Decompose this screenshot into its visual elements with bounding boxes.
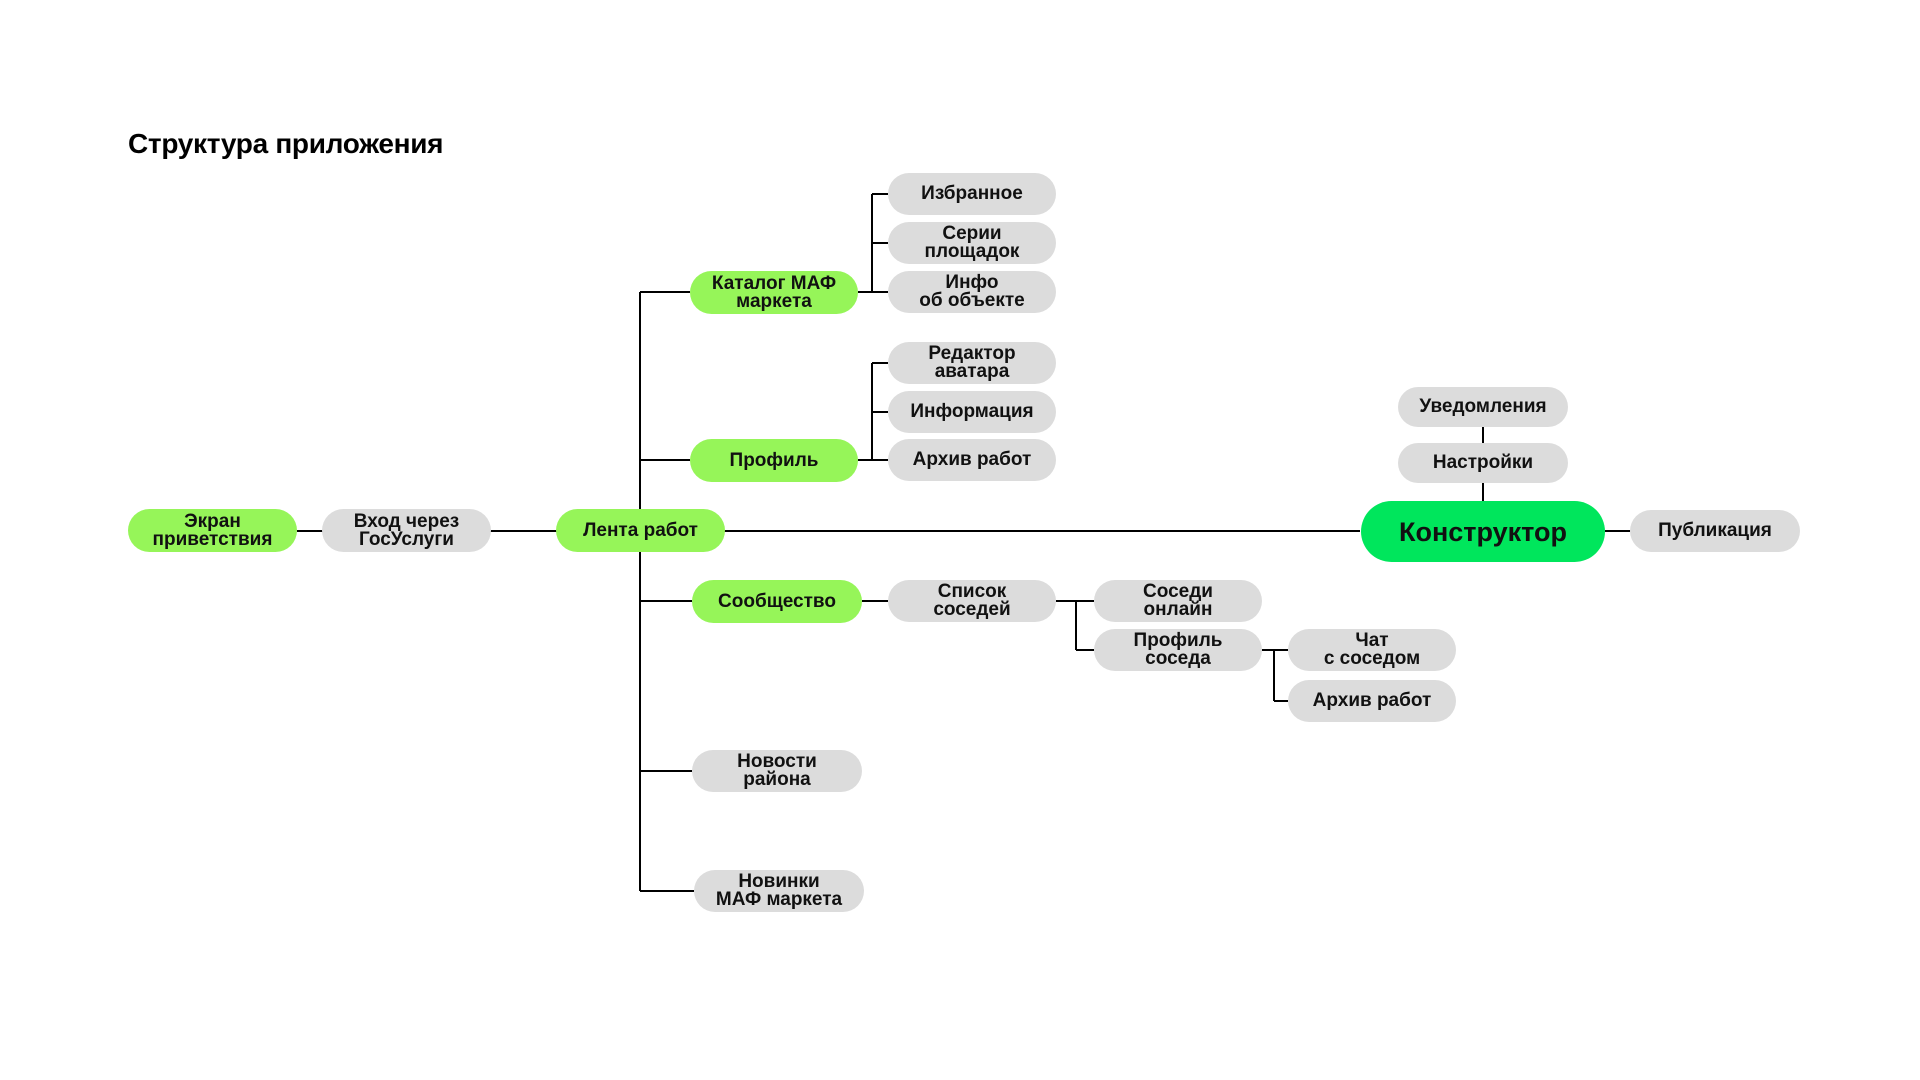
node-work-archive[interactable]: Архив работ — [888, 439, 1056, 481]
node-constructor[interactable]: Конструктор — [1361, 501, 1605, 562]
node-neighbor-work-archive[interactable]: Архив работ — [1288, 680, 1456, 722]
node-object-info[interactable]: Инфо об объекте — [888, 271, 1056, 313]
node-gosuslugi-login[interactable]: Вход через ГосУслуги — [322, 509, 491, 552]
node-avatar-editor[interactable]: Редактор аватара — [888, 342, 1056, 384]
node-playground-series[interactable]: Серии площадок — [888, 222, 1056, 264]
node-district-news[interactable]: Новости района — [692, 750, 862, 792]
node-favorites[interactable]: Избранное — [888, 173, 1056, 215]
connector-neighbor-profile-bracket — [1262, 649, 1288, 702]
connector-list-bracket — [1056, 600, 1094, 651]
node-publication[interactable]: Публикация — [1630, 510, 1800, 552]
page-title: Структура приложения — [128, 128, 444, 159]
node-information[interactable]: Информация — [888, 391, 1056, 433]
node-maf-catalog[interactable]: Каталог МАФ маркета — [690, 271, 858, 314]
connector-profile-bracket — [858, 362, 888, 461]
node-welcome[interactable]: Экран приветствия — [128, 509, 297, 552]
node-community[interactable]: Сообщество — [692, 580, 862, 623]
connector-catalog-bracket — [858, 193, 888, 293]
node-neighbor-profile[interactable]: Профиль соседа — [1094, 629, 1262, 671]
node-profile[interactable]: Профиль — [690, 439, 858, 482]
node-neighbor-chat[interactable]: Чат с соседом — [1288, 629, 1456, 671]
node-neighbors-online[interactable]: Соседи онлайн — [1094, 580, 1262, 622]
node-maf-market-news[interactable]: Новинки МАФ маркета — [694, 870, 864, 912]
node-settings[interactable]: Настройки — [1398, 443, 1568, 483]
node-work-feed[interactable]: Лента работ — [556, 509, 725, 552]
node-notifications[interactable]: Уведомления — [1398, 387, 1568, 427]
node-neighbors-list[interactable]: Список соседей — [888, 580, 1056, 622]
